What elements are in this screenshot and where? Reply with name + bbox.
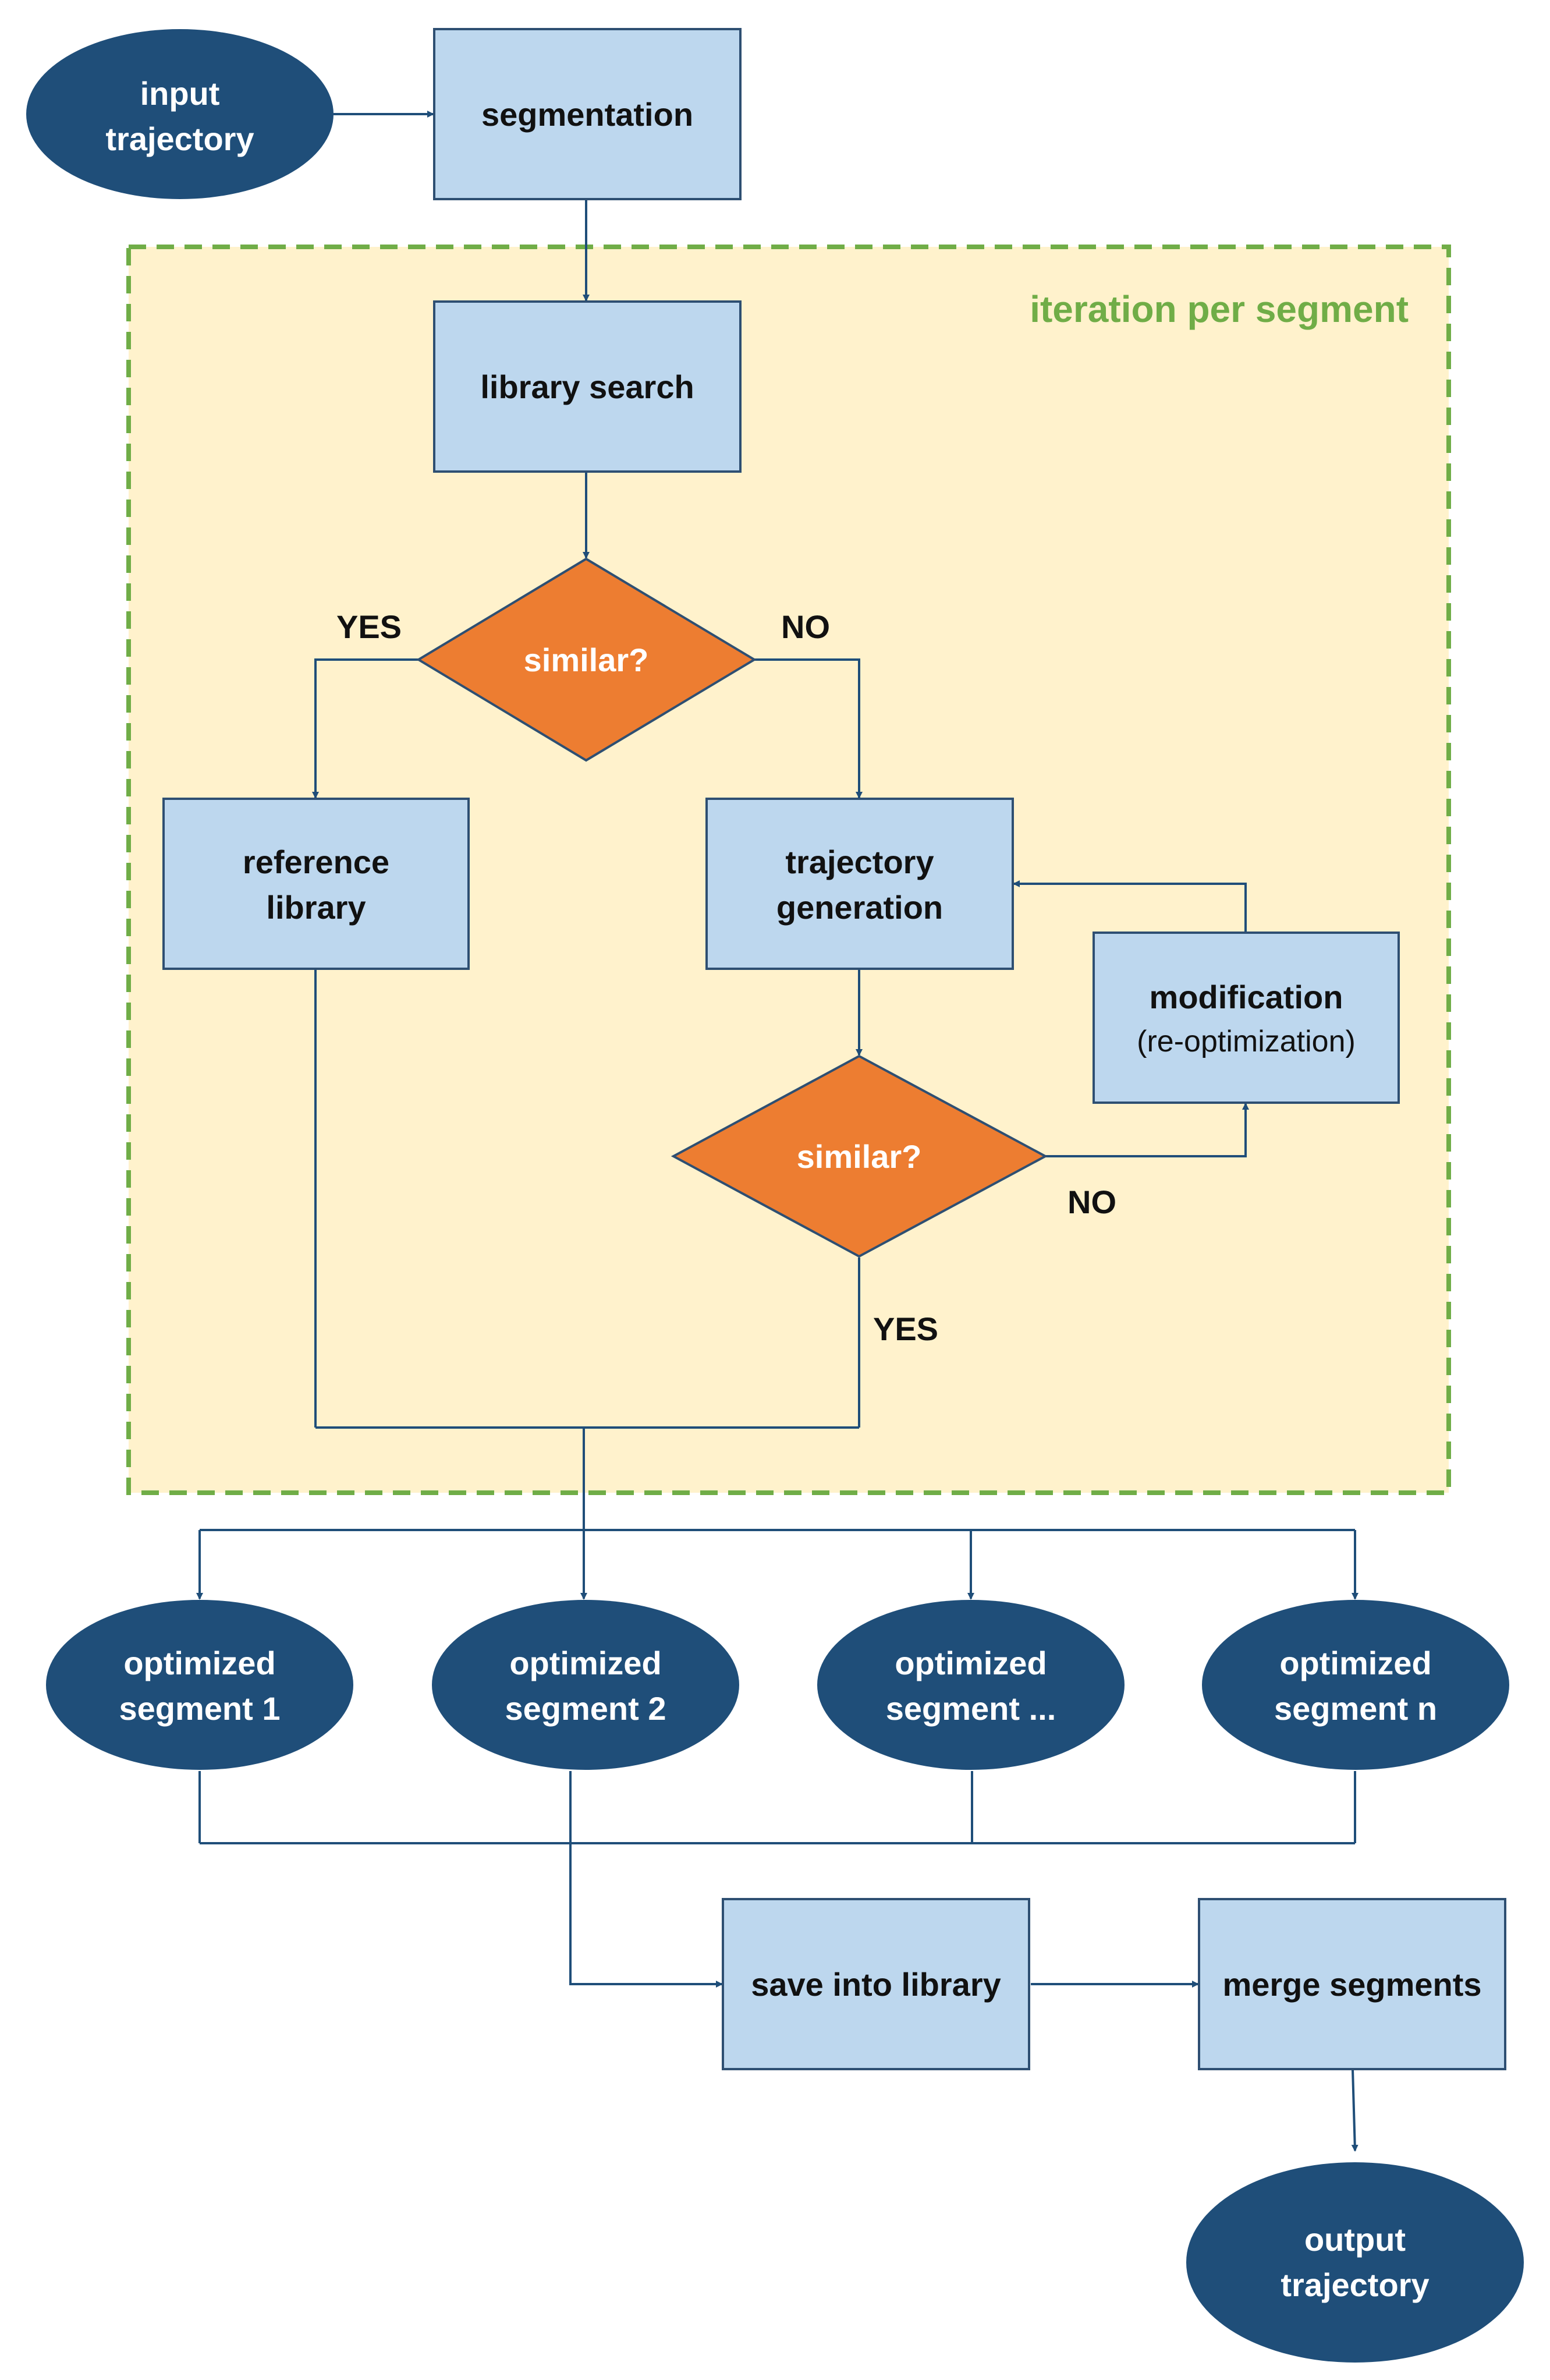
reference-library-line2: library: [266, 889, 366, 926]
output-trajectory-node: output trajectory: [1186, 2162, 1524, 2363]
edge-decision-1-no: [754, 658, 863, 799]
iteration-group-label: iteration per segment: [1030, 288, 1409, 330]
reference-library-node: reference library: [162, 798, 470, 970]
segmentation-node: segmentation: [433, 28, 742, 200]
decision-2-label: similar?: [797, 1138, 922, 1175]
optimized-segment-2-node: optimized segment 2: [432, 1600, 739, 1770]
save-into-library-label: save into library: [751, 1966, 1001, 2003]
decision-1-label: similar?: [524, 642, 649, 678]
decision-2-yes-label: YES: [873, 1311, 938, 1347]
edge-modification-to-generation: [1013, 880, 1247, 932]
input-trajectory-node: input trajectory: [26, 29, 334, 199]
optimized-segment-2-line1: optimized: [509, 1645, 661, 1681]
modification-node: modification (re-optimization): [1093, 932, 1400, 1104]
input-trajectory-line1: input: [140, 75, 220, 112]
connectors: [196, 111, 1359, 2152]
edge-to-save-library: [569, 1843, 723, 1988]
output-trajectory-line1: output: [1304, 2221, 1406, 2258]
merge-segments-label: merge segments: [1222, 1966, 1481, 2003]
optimized-segment-3-line2: segment ...: [886, 1690, 1056, 1727]
optimized-segment-n-node: optimized segment n: [1202, 1600, 1509, 1770]
modification-line1: modification: [1150, 979, 1343, 1015]
save-into-library-node: save into library: [722, 1898, 1030, 2070]
decision-1-node: similar?: [416, 557, 757, 762]
input-trajectory-line2: trajectory: [105, 121, 254, 157]
library-search-node: library search: [433, 300, 742, 473]
trajectory-generation-node: trajectory generation: [705, 798, 1014, 970]
decision-1-yes-label: YES: [336, 608, 402, 645]
output-trajectory-line2: trajectory: [1281, 2266, 1429, 2303]
optimized-segment-1-node: optimized segment 1: [46, 1600, 353, 1770]
edge-decision-2-no: [1045, 1103, 1249, 1157]
optimized-segment-2-line2: segment 2: [505, 1690, 666, 1727]
merge-segments-node: merge segments: [1198, 1898, 1506, 2070]
decision-1-no-label: NO: [781, 608, 830, 645]
trajectory-generation-line2: generation: [776, 889, 943, 926]
decision-2-no-label: NO: [1067, 1184, 1116, 1220]
library-search-label: library search: [480, 369, 694, 405]
modification-line2: (re-optimization): [1137, 1025, 1356, 1058]
segmentation-label: segmentation: [481, 96, 693, 133]
reference-library-line1: reference: [243, 844, 389, 880]
optimized-segment-1-line1: optimized: [123, 1645, 275, 1681]
decision-2-node: similar?: [671, 1054, 1048, 1258]
optimized-segment-3-node: optimized segment ...: [817, 1600, 1125, 1770]
edge-merge-to-output: [1351, 2069, 1359, 2152]
optimized-segment-3-line1: optimized: [895, 1645, 1047, 1681]
edge-decision-1-yes: [312, 658, 418, 799]
optimized-segment-1-line2: segment 1: [119, 1690, 281, 1727]
optimized-segment-n-line2: segment n: [1274, 1690, 1437, 1727]
optimized-segment-n-line1: optimized: [1279, 1645, 1431, 1681]
trajectory-generation-line1: trajectory: [785, 844, 934, 880]
